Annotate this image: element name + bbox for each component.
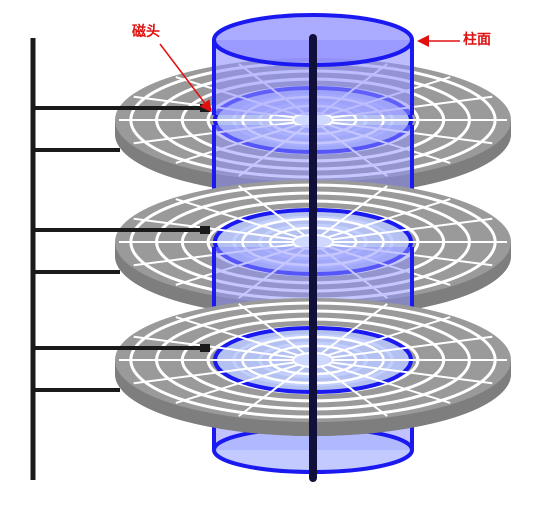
platter-3 [33,247,511,436]
read-write-head-3 [200,344,210,352]
head-label: 磁头 [132,24,160,40]
head-label-arrow [159,43,212,113]
cylinder-label: 柱面 [463,32,491,48]
read-write-head-2 [200,226,210,234]
